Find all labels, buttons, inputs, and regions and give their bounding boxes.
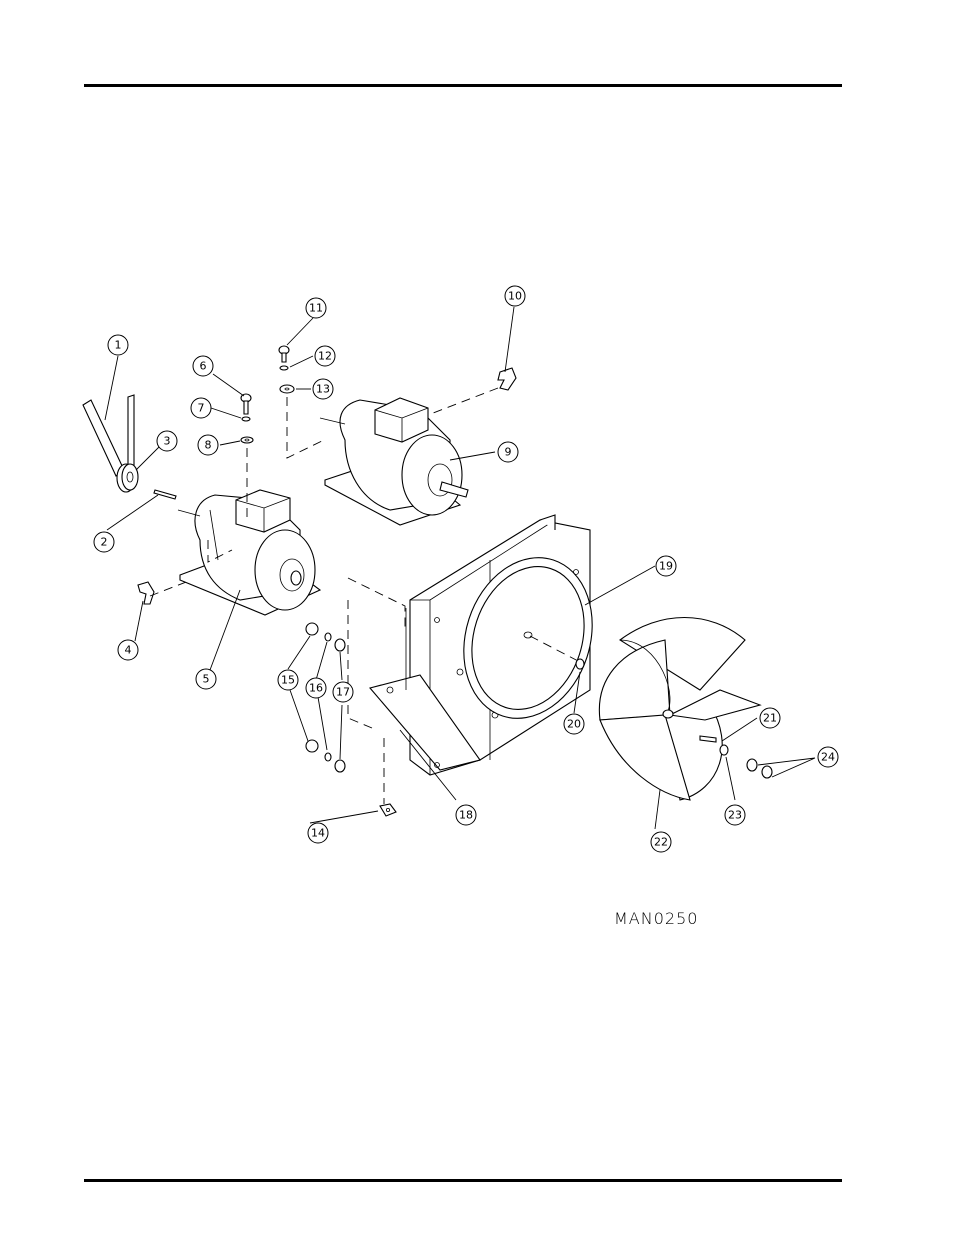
callout-12: 12 (314, 345, 336, 367)
svg-text:7: 7 (198, 402, 205, 415)
svg-text:22: 22 (654, 836, 668, 849)
svg-text:14: 14 (311, 827, 325, 840)
svg-text:20: 20 (567, 718, 581, 731)
svg-text:8: 8 (205, 439, 212, 452)
bolt-washer-set-left (240, 393, 254, 444)
elbow-fitting-left (137, 581, 155, 605)
svg-text:9: 9 (505, 446, 512, 459)
set-screw (699, 735, 717, 743)
callout-6: 6 (192, 355, 214, 377)
nut-washer-stack (305, 622, 346, 773)
callout-1: 1 (107, 334, 129, 356)
callout-18: 18 (455, 804, 477, 826)
square-nut (379, 803, 397, 817)
callout-11: 11 (305, 297, 327, 319)
callout-13: 13 (312, 378, 334, 400)
svg-text:23: 23 (728, 809, 742, 822)
svg-text:24: 24 (821, 751, 835, 764)
callout-2: 2 (93, 531, 115, 553)
svg-text:5: 5 (203, 673, 210, 686)
callout-19: 19 (655, 555, 677, 577)
callout-7: 7 (190, 397, 212, 419)
nut-24a (746, 758, 758, 772)
washer-23 (719, 744, 729, 756)
svg-text:21: 21 (763, 712, 777, 725)
svg-text:18: 18 (459, 809, 473, 822)
svg-text:17: 17 (336, 686, 350, 699)
svg-text:3: 3 (164, 435, 171, 448)
svg-text:4: 4 (125, 644, 132, 657)
bottom-rule (84, 1179, 842, 1182)
shaft-key (153, 489, 177, 500)
svg-text:13: 13 (316, 383, 330, 396)
motor-left (177, 489, 322, 616)
elbow-fitting-right (497, 367, 517, 391)
callout-4: 4 (117, 639, 139, 661)
svg-text:16: 16 (309, 682, 323, 695)
callout-3: 3 (156, 430, 178, 452)
callout-22: 22 (650, 831, 672, 853)
nut-24b (761, 765, 773, 779)
pulley (116, 463, 139, 493)
washer-20 (575, 658, 585, 670)
callout-23: 23 (724, 804, 746, 826)
callout-9: 9 (497, 441, 519, 463)
callout-15: 15 (277, 669, 299, 691)
bolt-washer-set-right (278, 345, 295, 394)
drawing-code: MAN0250 (614, 909, 698, 928)
callout-17: 17 (332, 681, 354, 703)
svg-text:12: 12 (318, 350, 332, 363)
callout-8: 8 (197, 434, 219, 456)
leader-lines (104, 306, 816, 830)
callout-24: 24 (817, 746, 839, 768)
callout-5: 5 (195, 668, 217, 690)
callout-14: 14 (307, 822, 329, 844)
svg-text:11: 11 (309, 302, 323, 315)
svg-text:6: 6 (200, 360, 207, 373)
svg-text:15: 15 (281, 674, 295, 687)
callout-16: 16 (305, 677, 327, 699)
top-rule (84, 84, 842, 87)
svg-text:2: 2 (101, 536, 108, 549)
blower-wheel (598, 617, 762, 801)
svg-text:10: 10 (508, 290, 522, 303)
motor-right (319, 397, 469, 526)
callout-20: 20 (563, 713, 585, 735)
svg-text:1: 1 (115, 339, 122, 352)
gasket-ring (463, 557, 593, 719)
callout-21: 21 (759, 707, 781, 729)
svg-text:19: 19 (659, 560, 673, 573)
callout-10: 10 (504, 285, 526, 307)
